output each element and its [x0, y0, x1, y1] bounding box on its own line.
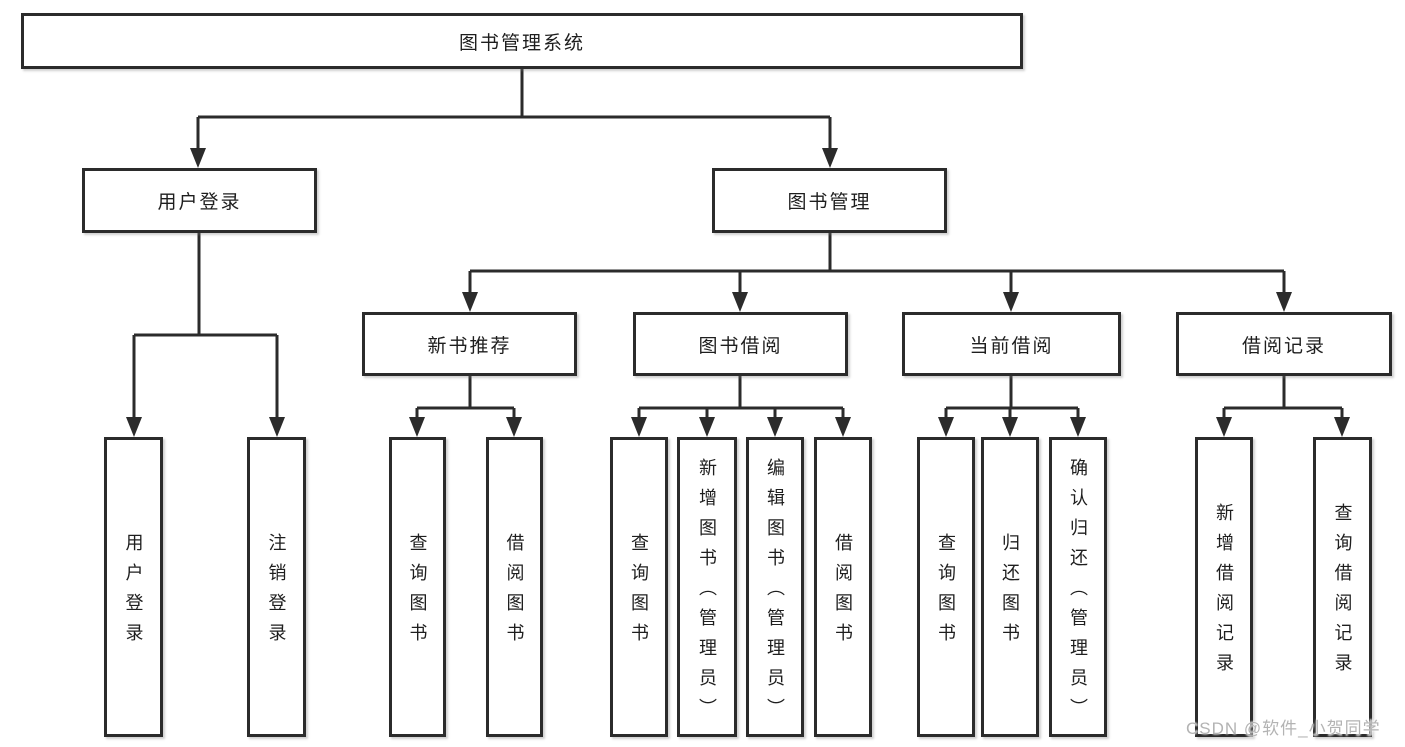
node-label: 查询图书 [936, 533, 956, 653]
node-label: 用户登录 [123, 533, 144, 653]
node-label: 借阅记录 [1241, 335, 1326, 357]
node-label: 当前借阅 [969, 335, 1054, 357]
node-borrowing-records: 借阅记录 [1176, 312, 1392, 376]
arrow-down-icon [1334, 417, 1350, 437]
leaf-borrowing-edit-books-admin: 编辑图书（管理员） [746, 437, 804, 737]
node-label: 新增借阅记录 [1214, 503, 1234, 683]
arrow-down-icon [462, 292, 478, 312]
arrow-down-icon [506, 417, 522, 437]
arrow-down-icon [938, 417, 954, 437]
node-user-login: 用户登录 [82, 168, 317, 233]
arrow-down-icon [126, 417, 142, 437]
arrow-down-icon [1216, 417, 1232, 437]
arrow-down-icon [835, 417, 851, 437]
arrow-down-icon [732, 292, 748, 312]
node-new-book-recommendation: 新书推荐 [362, 312, 577, 376]
leaf-records-add-borrow-record: 新增借阅记录 [1195, 437, 1253, 737]
node-label: 查询图书 [407, 533, 428, 653]
node-library-system: 图书管理系统 [21, 13, 1023, 69]
node-label: 查询图书 [629, 533, 649, 653]
arrow-down-icon [1276, 292, 1292, 312]
arrow-down-icon [699, 417, 715, 437]
node-label: 借阅图书 [833, 533, 853, 653]
node-label: 用户登录 [157, 192, 242, 213]
node-label: 归还图书 [1000, 533, 1020, 653]
leaf-borrowing-query-books: 查询图书 [610, 437, 668, 737]
arrow-down-icon [1003, 292, 1019, 312]
leaf-borrowing-add-books-admin: 新增图书（管理员） [677, 437, 737, 737]
leaf-recommend-query-books: 查询图书 [389, 437, 446, 737]
node-book-borrowing: 图书借阅 [633, 312, 848, 376]
leaf-current-return-books: 归还图书 [981, 437, 1039, 737]
node-book-management: 图书管理 [712, 168, 947, 233]
leaf-current-query-books: 查询图书 [917, 437, 975, 737]
arrow-down-icon [1070, 417, 1086, 437]
node-label: 查询借阅记录 [1332, 503, 1353, 683]
node-label: 注销登录 [266, 533, 287, 653]
leaf-logout-login: 注销登录 [247, 437, 306, 737]
leaf-current-confirm-return-admin: 确认归还（管理员） [1049, 437, 1107, 737]
arrow-down-icon [269, 417, 285, 437]
node-label: 图书管理系统 [458, 32, 585, 54]
arrow-down-icon [631, 417, 647, 437]
node-label: 新增图书（管理员） [697, 458, 717, 728]
node-label: 新书推荐 [427, 335, 512, 357]
arrow-down-icon [190, 148, 206, 168]
leaf-records-query-borrow-record: 查询借阅记录 [1313, 437, 1372, 737]
leaf-recommend-borrow-books: 借阅图书 [486, 437, 543, 737]
arrow-down-icon [409, 417, 425, 437]
node-current-borrowing: 当前借阅 [902, 312, 1121, 376]
node-label: 确认归还（管理员） [1068, 458, 1088, 728]
node-label: 图书借阅 [698, 335, 783, 357]
arrow-down-icon [822, 148, 838, 168]
arrow-down-icon [767, 417, 783, 437]
leaf-borrowing-borrow-books: 借阅图书 [814, 437, 872, 737]
csdn-watermark: CSDN @软件_小贺同学 [1186, 719, 1381, 738]
arrow-down-icon [1002, 417, 1018, 437]
node-label: 借阅图书 [504, 533, 525, 653]
node-label: 编辑图书（管理员） [765, 458, 785, 728]
node-label: 图书管理 [787, 192, 872, 213]
leaf-user-login: 用户登录 [104, 437, 163, 737]
